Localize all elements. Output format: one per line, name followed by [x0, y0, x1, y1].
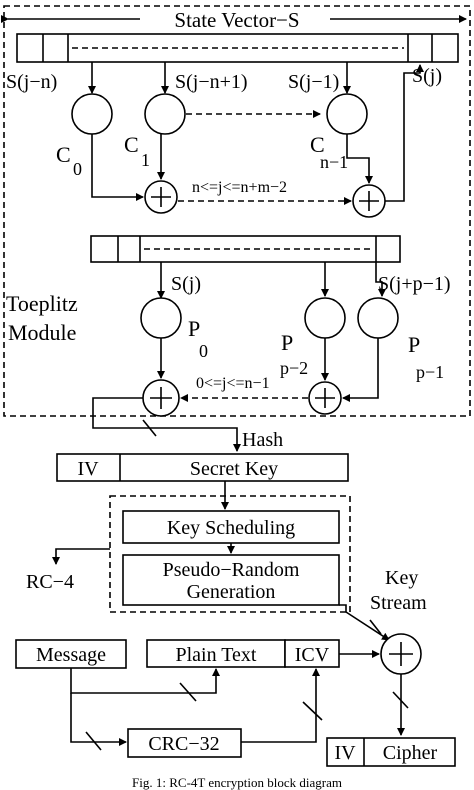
- multiplier-c1: [144, 93, 186, 135]
- key-stream-bus-slash: [369, 619, 382, 635]
- wire-crc-to-icv: [241, 668, 320, 743]
- message-bus-slash: [179, 682, 197, 702]
- cipher-output-box: [326, 737, 456, 767]
- crc32-box: [127, 728, 242, 758]
- cipher-bus-slash: [392, 691, 409, 709]
- multiplier-p0: [140, 297, 182, 339]
- wire-c0-to-adder: [91, 134, 144, 201]
- crc-out-bus-slash: [302, 701, 323, 721]
- key-input-box: [56, 453, 349, 482]
- rc4-label: RC−4: [26, 571, 74, 593]
- multiplier-pp2: [304, 297, 346, 339]
- wire-cn1-to-adder: [346, 134, 373, 184]
- figure-caption: Fig. 1: RC-4T encryption block diagram: [132, 775, 342, 790]
- coef-pp2: P: [281, 330, 293, 355]
- multiplier-pp1: [357, 297, 399, 339]
- tap-label-sjn1: S(j−n+1): [175, 71, 248, 93]
- toeplitz-tap-arrow-p1: [375, 262, 386, 297]
- range-label-state: n<=j<=n+m−2: [192, 179, 287, 196]
- message-label: Message: [36, 644, 106, 666]
- multiplier-c0: [71, 93, 113, 135]
- wire-message-to-crc: [70, 693, 127, 746]
- coef-pp2-sub: p−2: [280, 358, 308, 378]
- prg-box: [122, 554, 340, 606]
- hash-output-wire: [92, 397, 241, 452]
- coef-pp1: P: [408, 332, 420, 357]
- tap-label-sj: S(j): [412, 65, 442, 87]
- key-stream-label-2: Stream: [370, 592, 427, 614]
- state-vector-register: [16, 33, 459, 63]
- range-label-toeplitz: 0<=j<=n−1: [196, 375, 270, 392]
- hash-label: Hash: [242, 429, 283, 451]
- toeplitz-module-label-1: Toeplitz: [6, 291, 78, 316]
- toeplitz-tap-label-sjp1: S(j+p−1): [378, 273, 451, 295]
- adder-first-plus-icon: [151, 187, 171, 207]
- toeplitz-adder-last-plus-icon: [315, 388, 335, 408]
- prg-label-2: Generation: [187, 581, 276, 603]
- hash-bus-slash: [142, 419, 157, 437]
- rc4-container: [109, 495, 351, 613]
- icv-label: ICV: [295, 644, 330, 666]
- key-iv-label: IV: [77, 458, 99, 480]
- icv-box: [284, 639, 340, 668]
- multiplier-cn1: [326, 93, 368, 135]
- toeplitz-tap-label-sj: S(j): [171, 273, 201, 295]
- key-scheduling-box: [122, 510, 340, 544]
- toeplitz-adder-first-plus-icon: [150, 387, 172, 409]
- secret-key-label: Secret Key: [190, 458, 278, 480]
- coef-p0: P: [188, 316, 200, 341]
- coef-c0-sub: 0: [73, 159, 82, 179]
- coef-c1-sub: 1: [141, 150, 150, 170]
- key-stream-wire: [339, 604, 390, 641]
- coef-p0-sub: 0: [199, 341, 208, 361]
- coef-cn1-sub: n−1: [320, 152, 348, 172]
- coef-c1: C: [124, 132, 139, 157]
- wire-pp1-to-adder: [342, 338, 379, 402]
- adder-last-plus-icon: [359, 191, 379, 211]
- cipher-label: Cipher: [383, 742, 438, 764]
- out-iv-label: IV: [334, 742, 356, 764]
- toeplitz-module-label-2: Module: [8, 320, 76, 345]
- key-stream-label-1: Key: [385, 567, 418, 589]
- state-vector-title: State Vector−S: [174, 8, 299, 32]
- plain-text-box: [146, 639, 286, 668]
- wire-message-to-plaintext: [70, 668, 220, 694]
- coef-c0: C: [56, 142, 71, 167]
- coef-pp1-sub: p−1: [416, 362, 444, 382]
- tap-label-sj1: S(j−1): [288, 71, 339, 93]
- crc-in-bus-slash: [85, 731, 102, 751]
- coef-cn1: C: [310, 132, 325, 157]
- plain-text-label: Plain Text: [175, 644, 256, 666]
- toeplitz-register: [90, 235, 401, 263]
- prg-label-1: Pseudo−Random: [163, 559, 300, 581]
- tap-label-sjn: S(j−n): [6, 71, 57, 93]
- rc4-pointer-wire: [52, 548, 110, 565]
- feedback-wire-sj: [385, 64, 424, 202]
- xor-plus-icon: [389, 642, 413, 666]
- crc32-label: CRC−32: [148, 733, 219, 755]
- key-scheduling-label: Key Scheduling: [167, 517, 295, 539]
- toeplitz-module-boundary: [3, 5, 471, 417]
